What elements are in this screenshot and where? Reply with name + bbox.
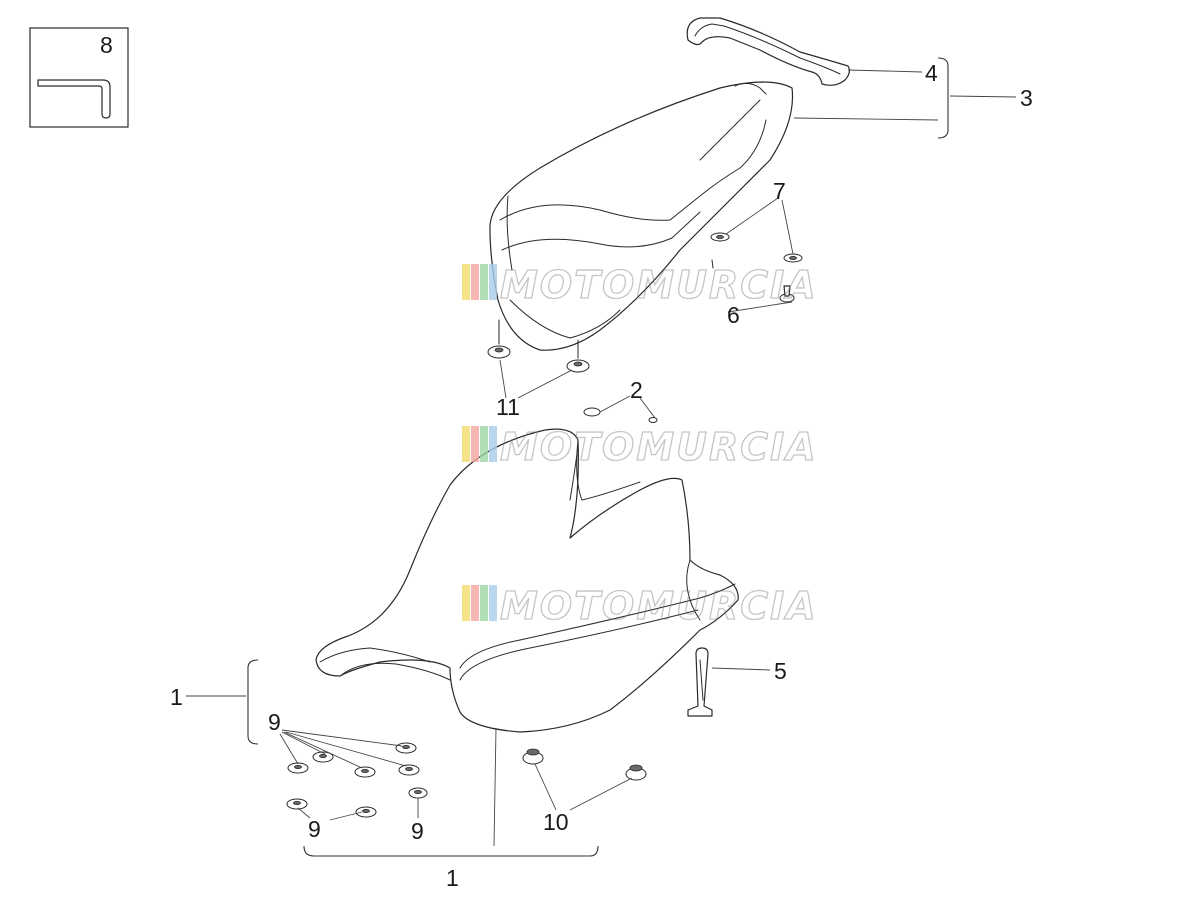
seat-latch — [687, 647, 713, 717]
main-seat — [315, 428, 739, 733]
fasteners — [522, 748, 647, 781]
allen-key-icon — [37, 79, 111, 119]
callout-11: 11 — [496, 394, 520, 420]
callout-1-left: 1 — [170, 684, 183, 710]
callout-9-bottom-left: 9 — [308, 816, 321, 842]
grab-handle — [686, 17, 851, 86]
callout-labels: 4 3 7 6 11 2 5 1 9 9 9 10 1 — [170, 60, 1033, 891]
callout-6: 6 — [727, 302, 740, 328]
rear-seat-cowl — [489, 81, 794, 351]
callout-9-top: 9 — [268, 709, 281, 735]
callout-5: 5 — [774, 658, 787, 684]
screw — [779, 285, 795, 303]
braces — [247, 57, 949, 857]
callout-4: 4 — [925, 60, 938, 86]
watermark-text: MOTOMURCIA — [500, 584, 818, 628]
tool-number-label: 8 — [100, 32, 113, 58]
leader-lines — [186, 69, 1017, 847]
callout-9-bottom-right: 9 — [411, 818, 424, 844]
watermark-bottom: MOTOMURCIA — [462, 583, 818, 629]
watermark-top: MOTOMURCIA — [462, 262, 818, 308]
spacers — [286, 742, 428, 818]
tool-inset: 8 — [29, 27, 129, 128]
callout-1-bottom: 1 — [446, 865, 459, 891]
watermark-text: MOTOMURCIA — [500, 263, 818, 307]
callout-3: 3 — [1020, 85, 1033, 111]
rubber-buffers — [487, 319, 590, 373]
washers — [710, 232, 803, 269]
callout-10: 10 — [543, 809, 569, 835]
watermark-text: MOTOMURCIA — [500, 425, 818, 469]
watermark-middle: MOTOMURCIA — [462, 424, 818, 470]
clip — [583, 407, 658, 423]
callout-2: 2 — [630, 377, 643, 403]
callout-7: 7 — [773, 178, 786, 204]
